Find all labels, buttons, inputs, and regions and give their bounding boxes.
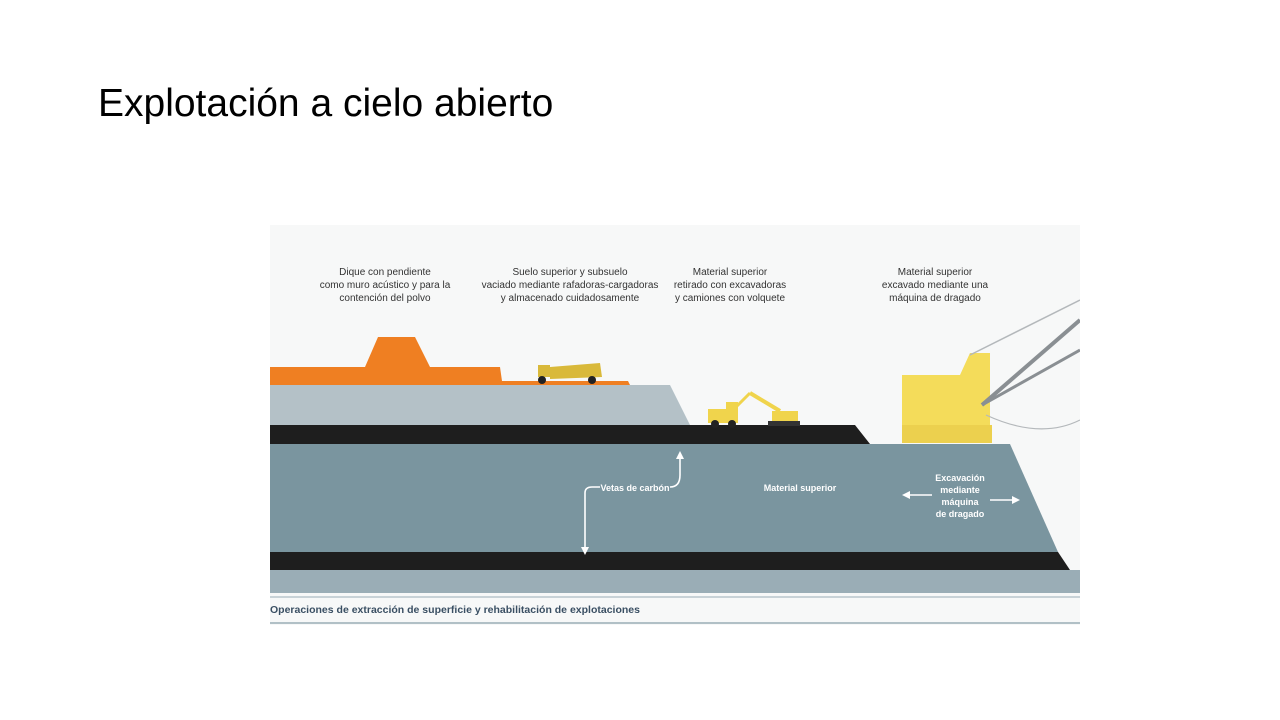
diagram-caption: Operaciones de extracción de superficie … [270,604,640,616]
label-dragline-line2: excavado mediante una [882,280,989,291]
scraper-truck-icon [538,363,602,384]
label-topsoil: Suelo superior y subsuelo vaciado median… [482,267,659,304]
label-topsoil-line2: vaciado mediante rafadoras-cargadoras [482,280,659,291]
label-removed: Material superior retirado con excavador… [674,267,786,304]
coal-seams-label: Vetas de carbón [600,483,669,493]
overburden-label: Material superior [764,483,837,493]
slide-title: Explotación a cielo abierto [98,82,554,125]
excavation-label-line1: Excavación [935,473,985,483]
overburden-layer [270,444,1058,552]
excavator-icon [734,391,800,426]
base-stratum [270,570,1080,593]
label-dragline: Material superior excavado mediante una … [882,267,989,304]
subsoil-layer [270,385,690,425]
excavation-label-line3: máquina [941,497,979,507]
label-dragline-line3: máquina de dragado [889,293,981,304]
label-removed-line1: Material superior [693,267,768,278]
label-dike: Dique con pendiente como muro acústico y… [320,267,451,304]
dragline-icon [902,299,1080,443]
upper-coal-seam [270,425,870,444]
mining-diagram: Dique con pendiente como muro acústico y… [270,225,1080,625]
excavation-label-line2: mediante [940,485,980,495]
excavation-annotation: Excavación mediante máquina de dragado [902,473,1020,519]
label-dike-line1: Dique con pendiente [339,267,431,278]
lower-coal-seam [270,552,1070,570]
label-dike-line3: contención del polvo [339,293,431,304]
label-removed-line3: y camiones con volquete [675,293,786,304]
topsoil-dike [270,337,630,385]
coal-seams-annotation: Vetas de carbón [581,451,684,555]
excavation-label-line4: de dragado [936,509,985,519]
label-dike-line2: como muro acústico y para la [320,280,451,291]
label-topsoil-line3: y almacenado cuidadosamente [501,293,640,304]
label-topsoil-line1: Suelo superior y subsuelo [512,267,628,278]
dump-truck-icon [708,402,738,428]
label-removed-line2: retirado con excavadoras [674,280,786,291]
label-dragline-line1: Material superior [898,267,973,278]
mining-diagram-svg: Dique con pendiente como muro acústico y… [270,225,1080,625]
